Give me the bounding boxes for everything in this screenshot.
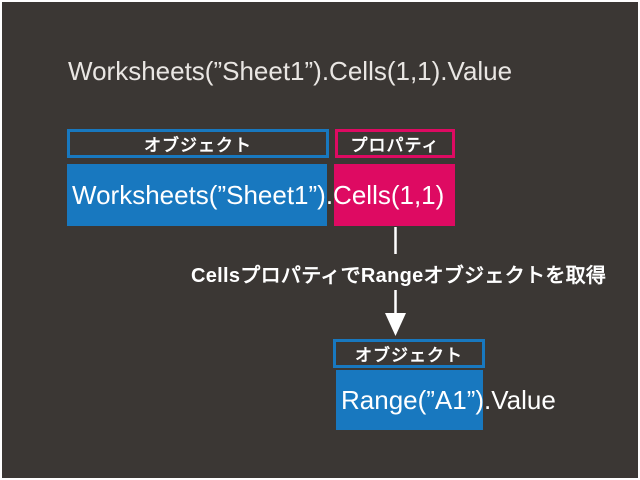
top-code-text: Worksheets(”Sheet1”).Cells(1,1) [72,179,445,210]
object-fill-box-bottom [336,370,483,430]
property-fill-box [334,164,455,226]
arrow-down-connector [385,227,406,336]
object-label-box-bottom: オブジェクト [333,339,485,368]
object-label-box-top: オブジェクト [67,129,329,158]
property-label-box: プロパティ [335,129,455,158]
code-title: Worksheets(”Sheet1”).Cells(1,1).Value [68,56,513,86]
property-label-text: プロパティ [350,136,440,155]
annotation-text: CellsプロパティでRangeオブジェクトを取得 [191,265,607,287]
object-label-bottom-text: オブジェクト [355,346,463,365]
object-label-top-text: オブジェクト [144,136,252,155]
object-fill-box-top [67,164,327,226]
bottom-code-text: Range(”A1”).Value [341,384,556,415]
